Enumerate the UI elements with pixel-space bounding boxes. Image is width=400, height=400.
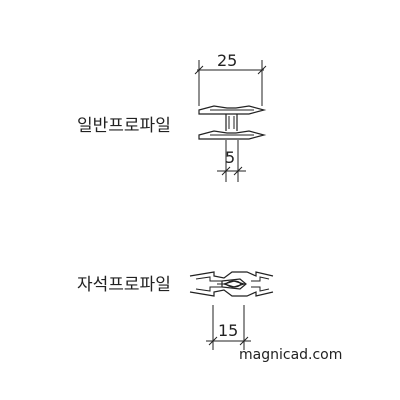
tick-mag-left: [208, 336, 218, 346]
magnetic-profile-group: 자석프로파일 15: [77, 271, 274, 350]
tick-right: [257, 65, 267, 75]
magnetic-profile-shape: [189, 271, 274, 297]
dim-value-25: 25: [217, 51, 237, 70]
watermark-text: magnicad.com: [239, 347, 342, 363]
magnetic-dimension: 15: [206, 305, 251, 350]
general-width-dimension: 25: [194, 51, 267, 106]
magnetic-profile-label: 자석프로파일: [77, 275, 171, 295]
tick-left: [194, 65, 204, 75]
dim-value-15: 15: [218, 321, 238, 340]
h-profile-shape: [198, 105, 267, 140]
general-profile-label: 일반프로파일: [77, 116, 171, 136]
general-web-dimension: 5: [217, 140, 246, 182]
tick-web-left: [221, 166, 231, 176]
dim-value-5: 5: [225, 148, 235, 167]
tick-mag-right: [239, 336, 249, 346]
general-profile-group: 일반프로파일 25: [77, 51, 267, 182]
tick-web-right: [233, 166, 243, 176]
